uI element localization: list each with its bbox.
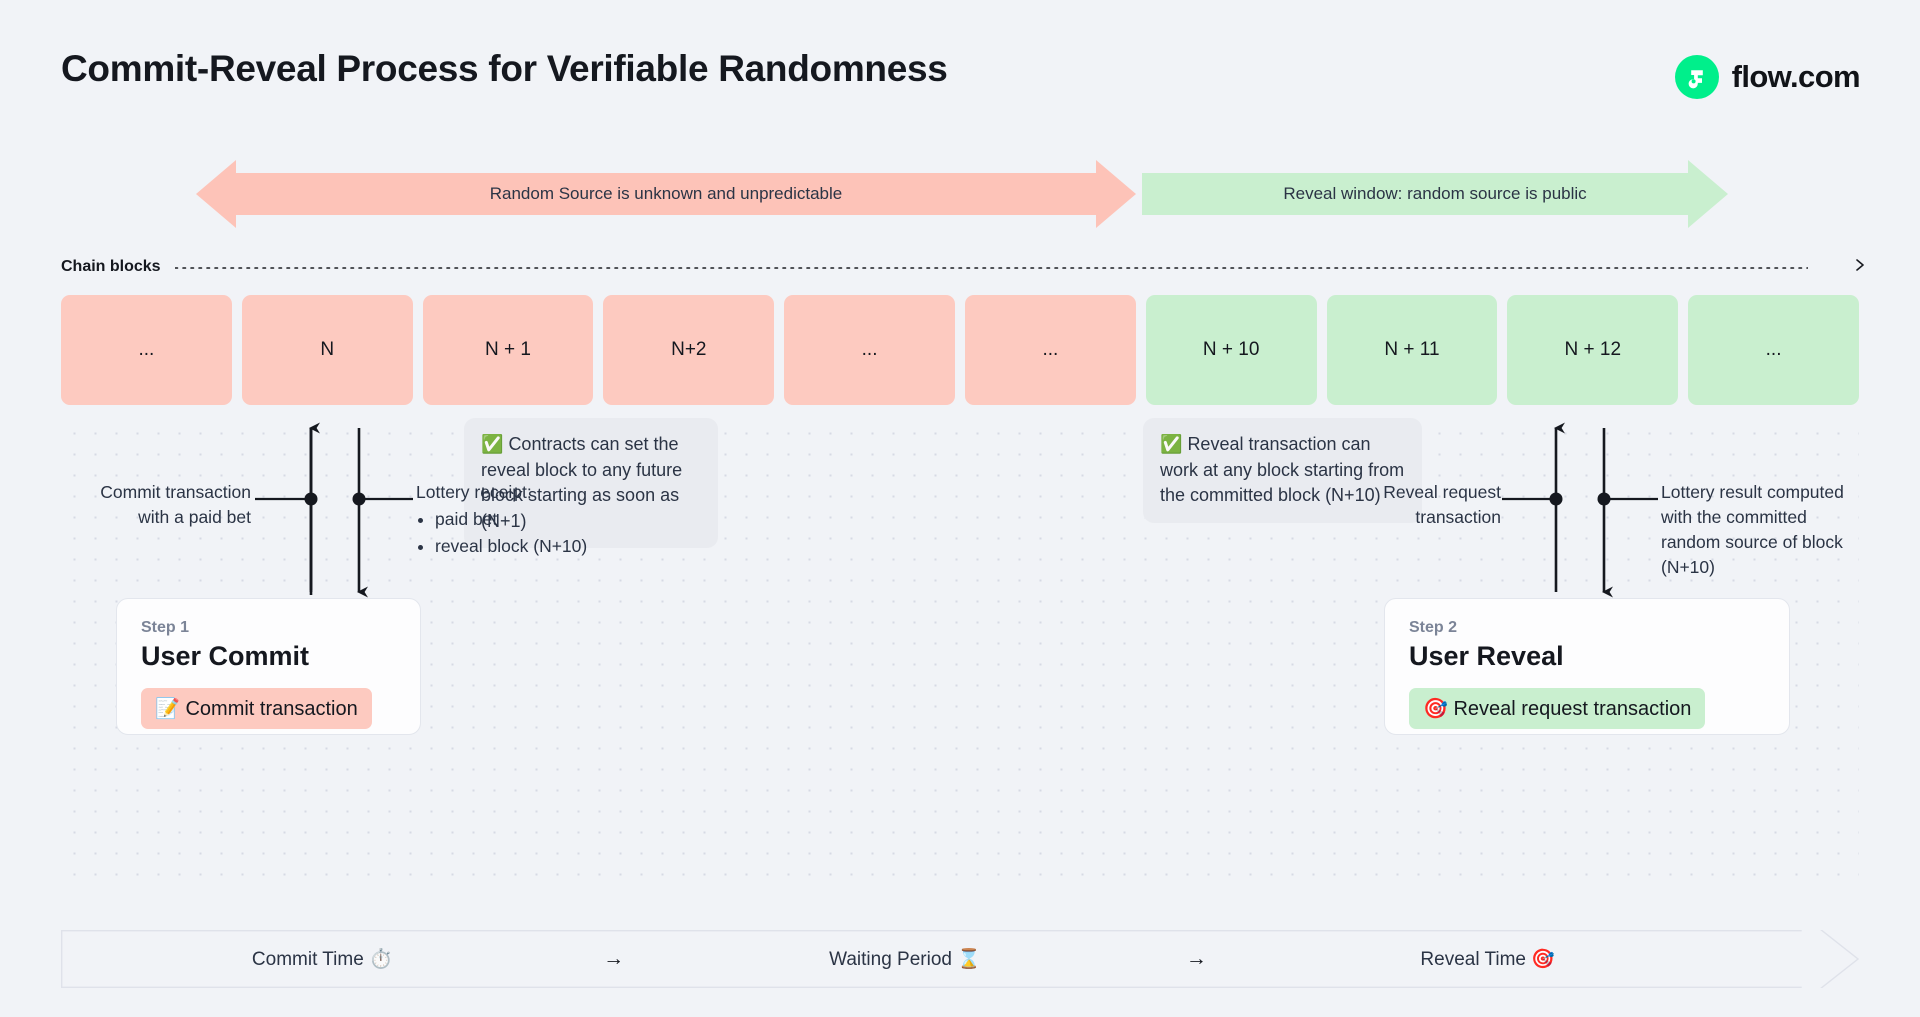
- annotation-line: transaction: [1415, 506, 1501, 527]
- timeline-separator-arrow-icon: →: [603, 947, 625, 970]
- callout-reveal-transaction-block: ✅ Reveal transaction can work at any blo…: [1143, 418, 1422, 523]
- connector-arrows: [255, 422, 1658, 598]
- page-title: Commit-Reveal Process for Verifiable Ran…: [61, 48, 948, 89]
- chain-block[interactable]: ...: [784, 295, 955, 405]
- chain-block[interactable]: ...: [964, 295, 1136, 405]
- callout-text: Reveal transaction can work at any block…: [1160, 434, 1405, 506]
- step-title: User Reveal: [1409, 641, 1564, 671]
- direct-hit-emoji: 🎯: [1423, 698, 1448, 720]
- chain-block[interactable]: N: [241, 295, 413, 405]
- chain-block[interactable]: N + 1: [422, 295, 594, 405]
- page-header: Commit-Reveal Process for Verifiable Ran…: [0, 0, 1920, 120]
- chain-blocks-header: Chain blocks: [0, 255, 1920, 279]
- memo-emoji: 📝: [155, 698, 180, 720]
- step-card-user-commit[interactable]: Step 1 User Commit 📝 Commit transaction: [116, 598, 421, 735]
- timeline-bar: Commit Time ⏱️ → Waiting Period ⌛ → Reve…: [61, 930, 1859, 988]
- timeline-stage-waiting-period: Waiting Period ⌛: [829, 949, 981, 970]
- annotation-line: with a paid bet: [138, 506, 251, 527]
- check-mark-button-emoji: ✅: [1160, 434, 1183, 454]
- chain-blocks-label: Chain blocks: [61, 258, 161, 275]
- double-arrow-shape-icon: [196, 160, 1136, 228]
- step-pill-label: Commit transaction: [185, 698, 358, 720]
- phase-banner-unknown-label: Random Source is unknown and unpredictab…: [489, 184, 843, 203]
- chain-block[interactable]: N + 11: [1326, 295, 1498, 405]
- step-title: User Commit: [141, 641, 310, 671]
- timeline-separator-arrow-icon: →: [1185, 947, 1207, 970]
- check-mark-button-emoji: ✅: [481, 434, 504, 454]
- chain-block[interactable]: N + 10: [1145, 295, 1317, 405]
- annotation-line: Reveal request: [1383, 482, 1501, 502]
- timeline-arrow-outline-icon: [61, 930, 1859, 988]
- step-pill-label: Reveal request transaction: [1453, 698, 1692, 720]
- phase-banner-unknown: Random Source is unknown and unpredictab…: [196, 160, 1136, 228]
- step-card-user-reveal[interactable]: Step 2 User Reveal 🎯 Reveal request tran…: [1384, 598, 1790, 735]
- step-eyebrow: Step 1: [141, 619, 190, 636]
- annotation-canvas: ✅ Contracts can set the reveal block to …: [61, 418, 1859, 892]
- phase-banner-reveal-label: Reveal window: random source is public: [1283, 184, 1587, 203]
- chain-block[interactable]: N+2: [603, 295, 775, 405]
- chain-block[interactable]: ...: [61, 295, 232, 405]
- list-item: reveal block (N+10): [435, 534, 716, 559]
- timeline-stage-commit-time: Commit Time ⏱️: [251, 949, 393, 970]
- timeline-stage-reveal-time: Reveal Time 🎯: [1420, 949, 1555, 970]
- annotation-title: Lottery receipt:: [416, 482, 532, 502]
- annotation-commit-transaction: Commit transaction with a paid bet: [61, 480, 251, 530]
- annotation-lottery-result: Lottery result computed with the committ…: [1661, 482, 1844, 577]
- phase-banner-reveal: Reveal window: random source is public: [1142, 160, 1728, 228]
- brand-name: flow.com: [1731, 59, 1861, 94]
- annotation-lottery-receipt: Lottery receipt: paid bet reveal block (…: [416, 480, 716, 559]
- chain-block[interactable]: ...: [1688, 295, 1859, 405]
- callout-contracts-reveal-block: ✅ Contracts can set the reveal block to …: [464, 418, 718, 549]
- step-pill-reveal-request-transaction[interactable]: 🎯 Reveal request transaction: [1409, 688, 1706, 729]
- annotation-list: paid bet reveal block (N+10): [416, 507, 716, 559]
- callout-text: Contracts can set the reveal block to an…: [481, 434, 683, 531]
- chevron-right-icon: [1854, 258, 1868, 276]
- flow-logo-icon: [1674, 55, 1719, 99]
- chain-blocks-row: ... N N + 1 N+2 ... ... N + 10 N + 11 N …: [61, 295, 1859, 405]
- phase-banner-row: Random Source is unknown and unpredictab…: [0, 160, 1920, 240]
- annotation-line: Commit transaction: [100, 482, 251, 502]
- chain-dotted-line: [173, 261, 1809, 273]
- annotation-reveal-request: Reveal request transaction: [1316, 480, 1501, 530]
- step-pill-commit-transaction[interactable]: 📝 Commit transaction: [141, 688, 372, 729]
- step-eyebrow: Step 2: [1409, 619, 1458, 636]
- chain-block[interactable]: N + 12: [1507, 295, 1679, 405]
- brand-logo: flow.com: [1674, 55, 1861, 99]
- list-item: paid bet: [435, 507, 716, 532]
- right-arrow-shape-icon: [1142, 160, 1728, 228]
